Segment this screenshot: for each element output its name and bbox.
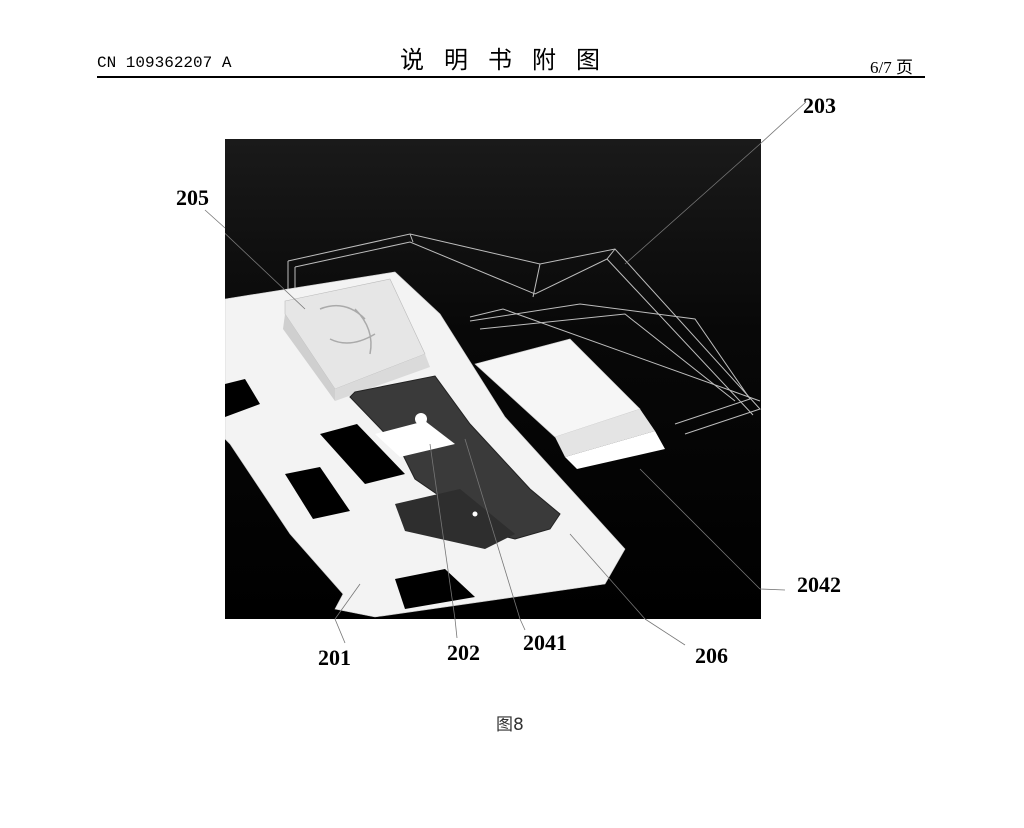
callout-2042: 2042 bbox=[797, 572, 841, 597]
patent-number: CN 109362207 A bbox=[97, 54, 232, 72]
exploded-assembly-figure bbox=[225, 139, 761, 619]
section-title: 说明书附图 bbox=[400, 46, 620, 74]
callout-205: 205 bbox=[176, 185, 209, 210]
header-rule bbox=[97, 76, 925, 78]
callout-202: 202 bbox=[447, 640, 480, 665]
callout-201: 201 bbox=[318, 645, 351, 670]
page-indicator: 6/7 页 bbox=[870, 58, 913, 77]
callout-203: 203 bbox=[803, 93, 836, 118]
callout-2041: 2041 bbox=[523, 630, 567, 655]
callout-206: 206 bbox=[695, 643, 728, 668]
figure-caption: 图8 bbox=[496, 715, 524, 735]
